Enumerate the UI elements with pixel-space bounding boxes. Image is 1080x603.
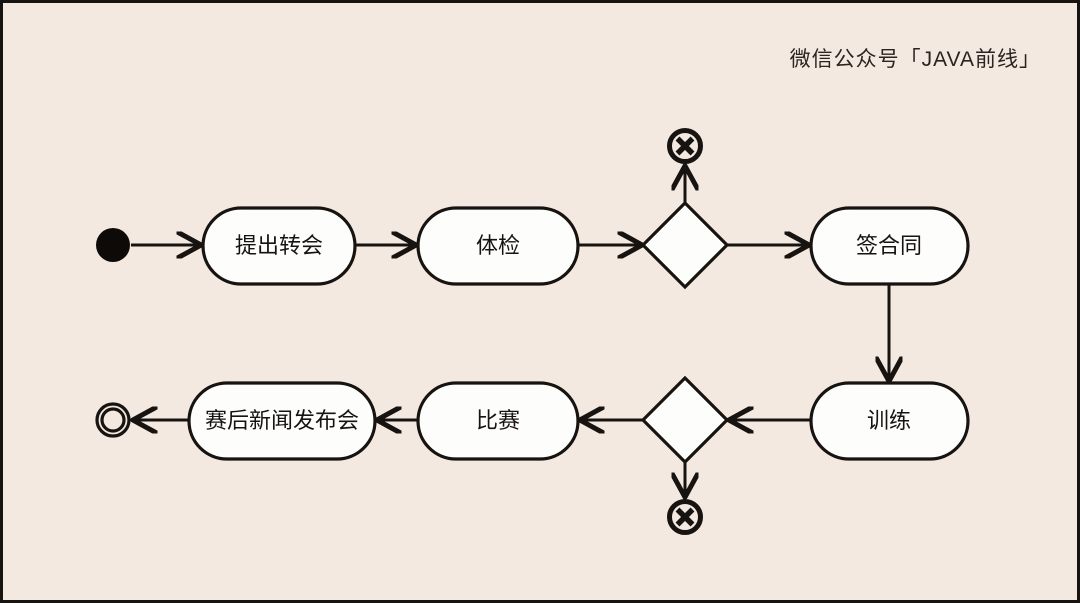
- action-label-transfer: 提出转会: [235, 233, 323, 258]
- edge-layer: [131, 168, 889, 495]
- node-flow-final-bottom[interactable]: [667, 499, 703, 535]
- node-action-contract[interactable]: 签合同: [809, 206, 970, 286]
- action-shape: [416, 206, 580, 286]
- action-label-training: 训练: [867, 408, 911, 433]
- flow-final-x-icon: [675, 507, 695, 527]
- action-label-contract: 签合同: [856, 233, 922, 258]
- node-action-press[interactable]: 赛后新闻发布会: [187, 381, 377, 461]
- action-shape: [201, 206, 357, 286]
- activity-diagram: 提出转会 体检 签合同 训练: [95, 128, 970, 535]
- node-decision-1[interactable]: [640, 200, 730, 290]
- node-flow-final-top[interactable]: [667, 128, 703, 164]
- node-decision-2[interactable]: [640, 375, 730, 465]
- node-action-transfer[interactable]: 提出转会: [201, 206, 357, 286]
- action-shape: [809, 206, 970, 286]
- action-shape: [187, 381, 377, 461]
- node-action-physical[interactable]: 体检: [416, 206, 580, 286]
- flow-final-x-icon: [675, 136, 695, 156]
- final-node-inner-ring: [100, 407, 126, 433]
- flow-final-circle: [667, 128, 703, 164]
- node-final[interactable]: [95, 402, 131, 438]
- node-action-match[interactable]: 比赛: [416, 381, 580, 461]
- initial-node-circle: [96, 228, 130, 262]
- final-node-outer-ring: [95, 402, 131, 438]
- action-label-physical: 体检: [476, 233, 520, 258]
- node-initial[interactable]: [96, 228, 130, 262]
- flow-final-circle: [667, 499, 703, 535]
- decision-diamond: [640, 375, 730, 465]
- action-shape: [809, 381, 970, 461]
- action-label-match: 比赛: [476, 408, 520, 433]
- action-label-press: 赛后新闻发布会: [205, 408, 359, 433]
- node-action-training[interactable]: 训练: [809, 381, 970, 461]
- decision-diamond: [640, 200, 730, 290]
- watermark-text: 微信公众号「JAVA前线」: [789, 48, 1041, 71]
- action-shape: [416, 381, 580, 461]
